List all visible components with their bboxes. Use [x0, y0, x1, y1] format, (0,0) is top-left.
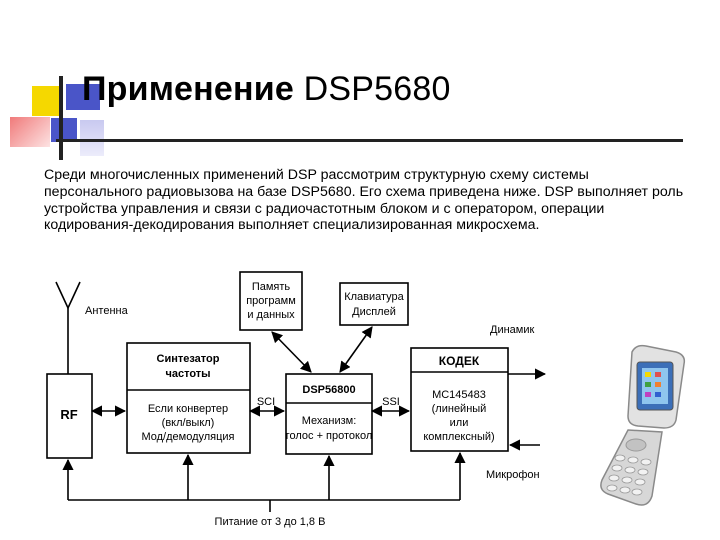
decor-blue-square-top: [66, 84, 100, 110]
dsp-label: DSP56800: [302, 384, 355, 396]
memory-label-2: программ: [246, 295, 296, 307]
converter-label-1: Если конвертер: [148, 403, 228, 415]
memory-dsp-link: [271, 331, 312, 373]
keypad-block: [339, 282, 409, 326]
title-underline: [56, 139, 683, 142]
synth-label-2: частоты: [165, 368, 210, 380]
ssi-label: SSI: [382, 396, 400, 408]
codec-mode-label-2: или: [450, 417, 469, 429]
mic-label: Микрофон: [486, 469, 540, 481]
power-label: Питание от 3 до 1,8 В: [215, 516, 326, 528]
decor-blue-square-bottom: [51, 118, 77, 142]
decor-vertical-bar: [59, 76, 63, 160]
sci-label: SCI: [257, 396, 275, 408]
keypad-label-2: Дисплей: [352, 306, 396, 318]
memory-label-1: Память: [252, 281, 291, 293]
mobile-phone-icon: [600, 344, 686, 506]
decor-yellow-square: [32, 86, 62, 116]
rf-label: RF: [60, 407, 77, 422]
title-rest: DSP5680: [303, 70, 451, 108]
decor-red-square: [10, 117, 50, 147]
keypad-label-1: Клавиатура: [344, 291, 404, 303]
memory-block: [239, 271, 303, 331]
keypad-dsp-link: [339, 326, 373, 373]
mechanism-label-2: голос + протокол: [286, 430, 373, 442]
decor-lilac-square: [80, 120, 104, 156]
codec-mode-label-1: (линейный: [432, 403, 487, 415]
converter-label-2: (вкл/выкл): [162, 417, 215, 429]
rf-block: [46, 373, 93, 459]
converter-label-3: Мод/демодуляция: [141, 431, 234, 443]
title-bold: Применение: [82, 70, 294, 108]
speaker-label: Динамик: [490, 324, 534, 336]
memory-label-3: и данных: [247, 309, 295, 321]
codec-chip-label: MC145483: [432, 389, 486, 401]
antenna-icon: [55, 281, 81, 310]
antenna-label: Антенна: [85, 305, 129, 317]
codec-block: [410, 347, 509, 452]
synth-block: [126, 342, 251, 454]
mechanism-label-1: Механизм:: [302, 415, 357, 427]
codec-label: КОДЕК: [439, 354, 480, 368]
intro-paragraph: Среди многочисленных применений DSP расс…: [44, 167, 684, 234]
slide-title: Применение DSP5680: [82, 70, 451, 109]
codec-mode-label-3: комплексный): [423, 431, 494, 443]
synth-label-1: Синтезатор: [157, 353, 220, 365]
